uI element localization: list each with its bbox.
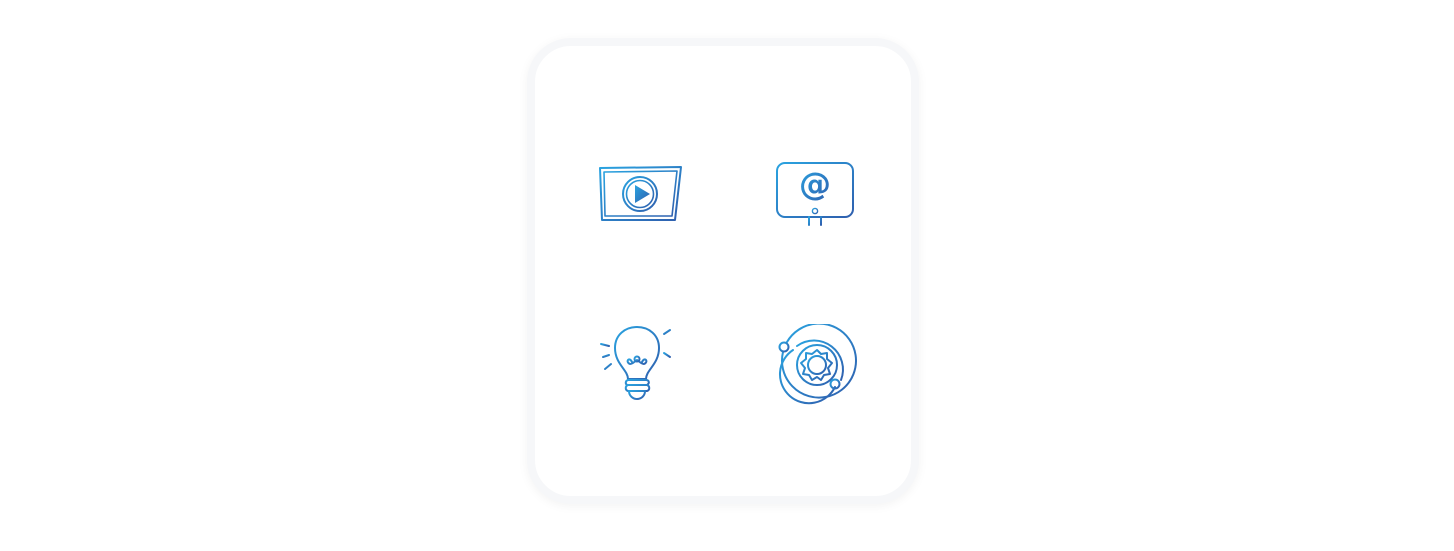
email-monitor-icon[interactable]: @ <box>775 161 855 233</box>
lightbulb-idea-icon[interactable] <box>595 324 675 406</box>
svg-text:@: @ <box>799 165 831 203</box>
solar-system-icon[interactable] <box>775 324 857 406</box>
video-play-icon[interactable] <box>597 164 687 224</box>
icon-card: @ <box>527 38 919 504</box>
